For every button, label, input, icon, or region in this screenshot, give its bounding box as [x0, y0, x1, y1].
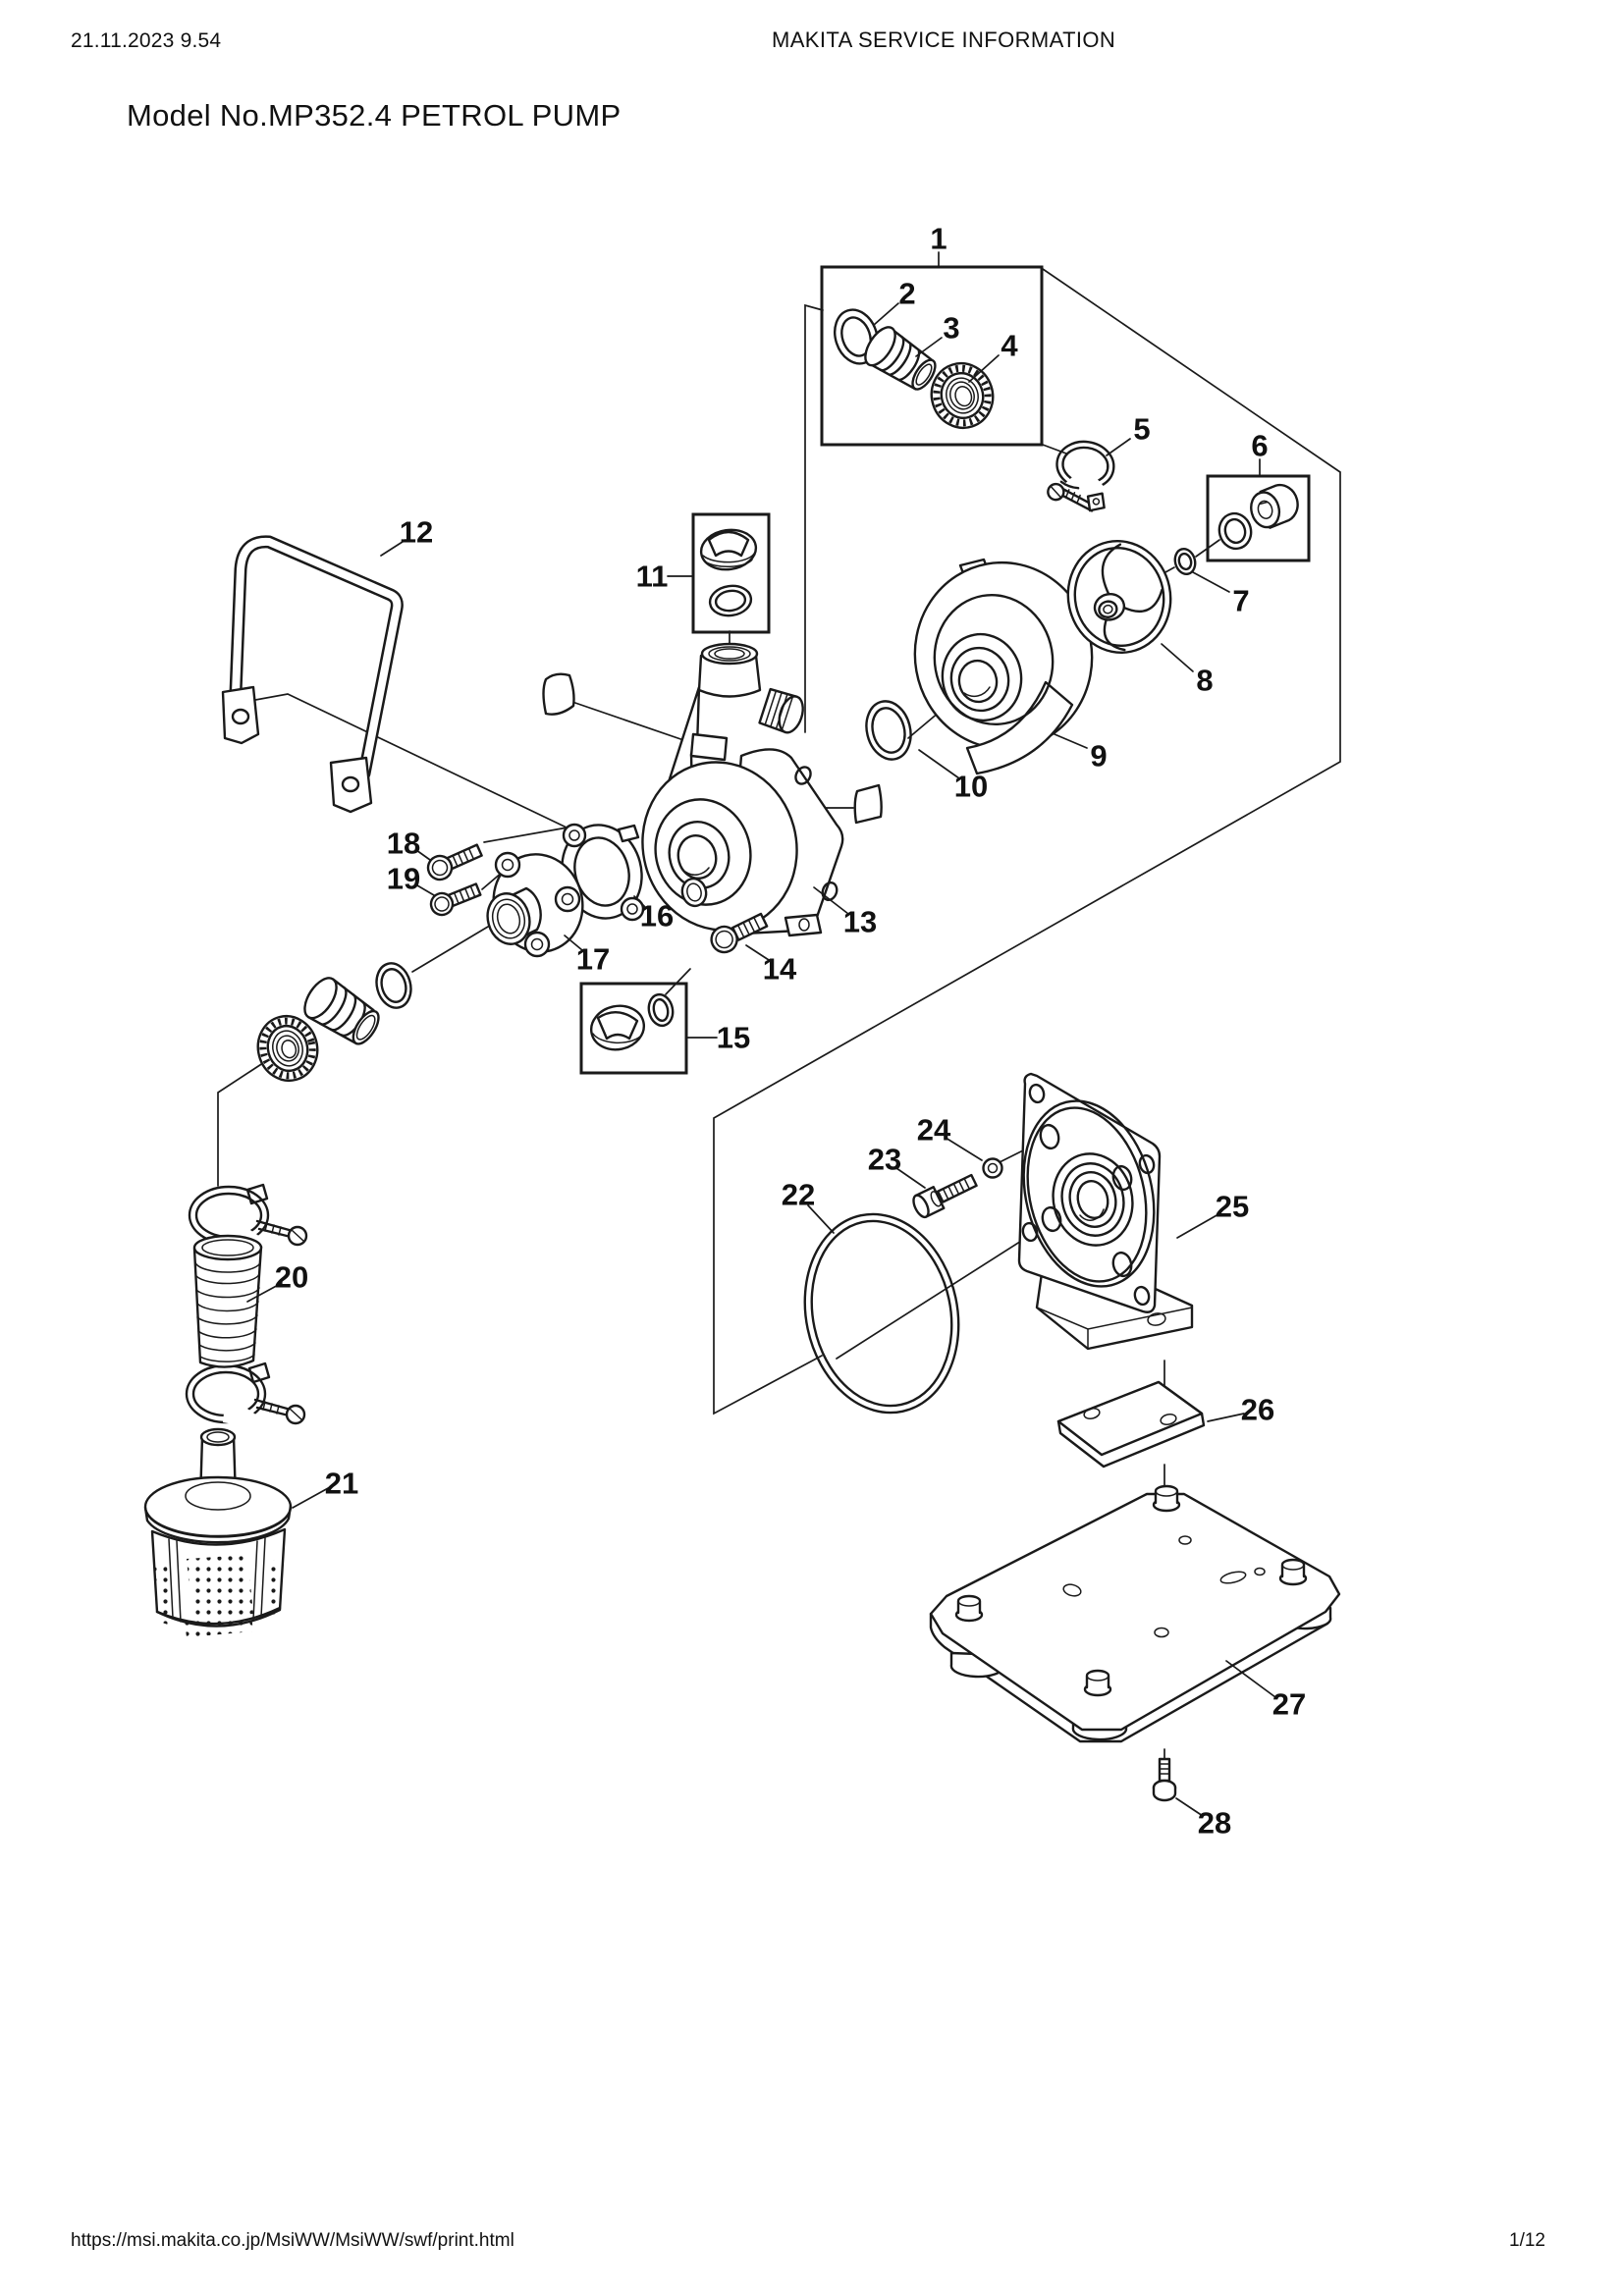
part-27-base-plate	[929, 1484, 1341, 1743]
callout-number-18: 18	[387, 827, 420, 861]
callout-number-5: 5	[1133, 412, 1150, 447]
part-3-hose-joint	[864, 326, 937, 391]
callout-number-9: 9	[1090, 739, 1107, 774]
callout-leader-28	[1175, 1797, 1204, 1817]
caution-label-sheet	[542, 672, 575, 716]
part-23-bolt	[912, 1173, 978, 1219]
callout-number-23: 23	[868, 1143, 901, 1177]
discharge-port	[758, 687, 804, 734]
callout-number-19: 19	[387, 862, 420, 896]
model-title: Model No.MP352.4 PETROL PUMP	[127, 98, 622, 133]
callout-number-3: 3	[943, 311, 959, 346]
callout-number-12: 12	[400, 515, 433, 550]
callout-leader-13	[813, 886, 849, 915]
callout-number-2: 2	[898, 277, 915, 311]
callout-leader-3	[915, 337, 943, 357]
part-22-o-ring	[803, 1212, 960, 1415]
part-7-o-ring	[1173, 547, 1197, 576]
callout-leader-12	[380, 539, 406, 557]
callout-leader-21	[292, 1486, 331, 1509]
callout-leader-4	[968, 354, 1000, 383]
callout-leader-14	[745, 944, 770, 961]
part-19-bolt	[429, 882, 482, 917]
page-number: 1/12	[1509, 2230, 1545, 2251]
part-21-strainer	[143, 1427, 293, 1637]
part-11-cap-set	[699, 528, 758, 617]
callout-leader-10	[918, 749, 960, 779]
name-plate-sheet	[853, 783, 883, 825]
cap-nut	[1152, 1484, 1181, 1513]
part-28-bolt	[1152, 1757, 1177, 1802]
callout-number-16: 16	[640, 899, 674, 934]
callout-leader-23	[895, 1167, 926, 1189]
group-box-11	[691, 512, 771, 634]
callout-leader-22	[807, 1204, 835, 1234]
callout-number-4: 4	[1001, 329, 1018, 363]
callout-number-7: 7	[1232, 584, 1249, 618]
hose-clamp-upper	[188, 1183, 308, 1247]
part-26-spacer-plate	[1056, 1380, 1206, 1468]
callout-number-28: 28	[1198, 1806, 1231, 1841]
part-2-o-ring	[834, 308, 879, 365]
cap-nut	[954, 1594, 984, 1623]
callout-leader-17	[564, 934, 583, 951]
part-13-pump-housing	[641, 642, 844, 937]
callout-number-14: 14	[763, 952, 797, 987]
suction-coupling-set	[256, 962, 412, 1083]
part-25-flange-bracket	[1017, 1072, 1194, 1351]
callout-leader-9	[1054, 733, 1088, 749]
callout-leader-24	[945, 1137, 983, 1161]
page-header-title: MAKITA SERVICE INFORMATION	[772, 27, 1116, 52]
callout-number-20: 20	[275, 1260, 308, 1295]
part-15-drain-plug-set	[589, 992, 675, 1051]
callout-number-6: 6	[1251, 429, 1268, 463]
group-box-15	[579, 982, 688, 1075]
callout-leader-16	[633, 895, 647, 909]
callout-leader-26	[1207, 1413, 1245, 1422]
callout-leader-7	[1192, 571, 1230, 593]
callout-number-17: 17	[576, 942, 610, 977]
callout-leader-18	[415, 849, 431, 861]
callout-number-25: 25	[1216, 1190, 1249, 1224]
callout-leader-5	[1106, 438, 1131, 456]
callout-number-21: 21	[325, 1467, 358, 1501]
callout-number-1: 1	[930, 222, 947, 256]
part-4-coupling-nut	[930, 361, 995, 430]
group-box-1	[820, 265, 1044, 447]
callout-leader-25	[1176, 1213, 1219, 1239]
callout-number-22: 22	[782, 1178, 815, 1212]
group-box-6	[1206, 474, 1311, 562]
cap-nut	[1083, 1669, 1112, 1697]
part-12-handle	[221, 535, 404, 814]
part-8-impeller	[1066, 540, 1172, 654]
callout-number-13: 13	[843, 905, 877, 939]
part-17-suction-flange	[486, 851, 584, 958]
part-5-hose-clamp	[1047, 440, 1115, 512]
part-20-hose	[192, 1234, 263, 1368]
callout-number-15: 15	[717, 1021, 750, 1055]
part-18-bolt	[426, 843, 483, 881]
hose-clamp-lower	[185, 1362, 306, 1425]
part-6-seal-set	[1217, 483, 1299, 551]
callout-leader-8	[1161, 643, 1194, 672]
callout-number-11: 11	[636, 560, 669, 594]
callout-number-27: 27	[1272, 1687, 1306, 1722]
callout-number-10: 10	[954, 770, 988, 804]
callout-number-26: 26	[1241, 1393, 1274, 1427]
source-url: https://msi.makita.co.jp/MsiWW/MsiWW/swf…	[71, 2230, 514, 2251]
cap-nut	[1278, 1558, 1308, 1586]
callout-leader-27	[1225, 1660, 1276, 1698]
part-14-bolt	[710, 912, 769, 954]
part-10-o-ring	[865, 700, 912, 761]
print-datetime: 21.11.2023 9.54	[71, 29, 222, 52]
callout-number-8: 8	[1196, 664, 1213, 698]
callout-leader-2	[873, 302, 899, 326]
callout-leader-20	[246, 1282, 283, 1303]
part-9-casing-cover	[913, 558, 1094, 775]
part-24-washer	[982, 1157, 1003, 1179]
callout-leader-19	[416, 884, 435, 896]
callout-number-24: 24	[917, 1113, 951, 1148]
